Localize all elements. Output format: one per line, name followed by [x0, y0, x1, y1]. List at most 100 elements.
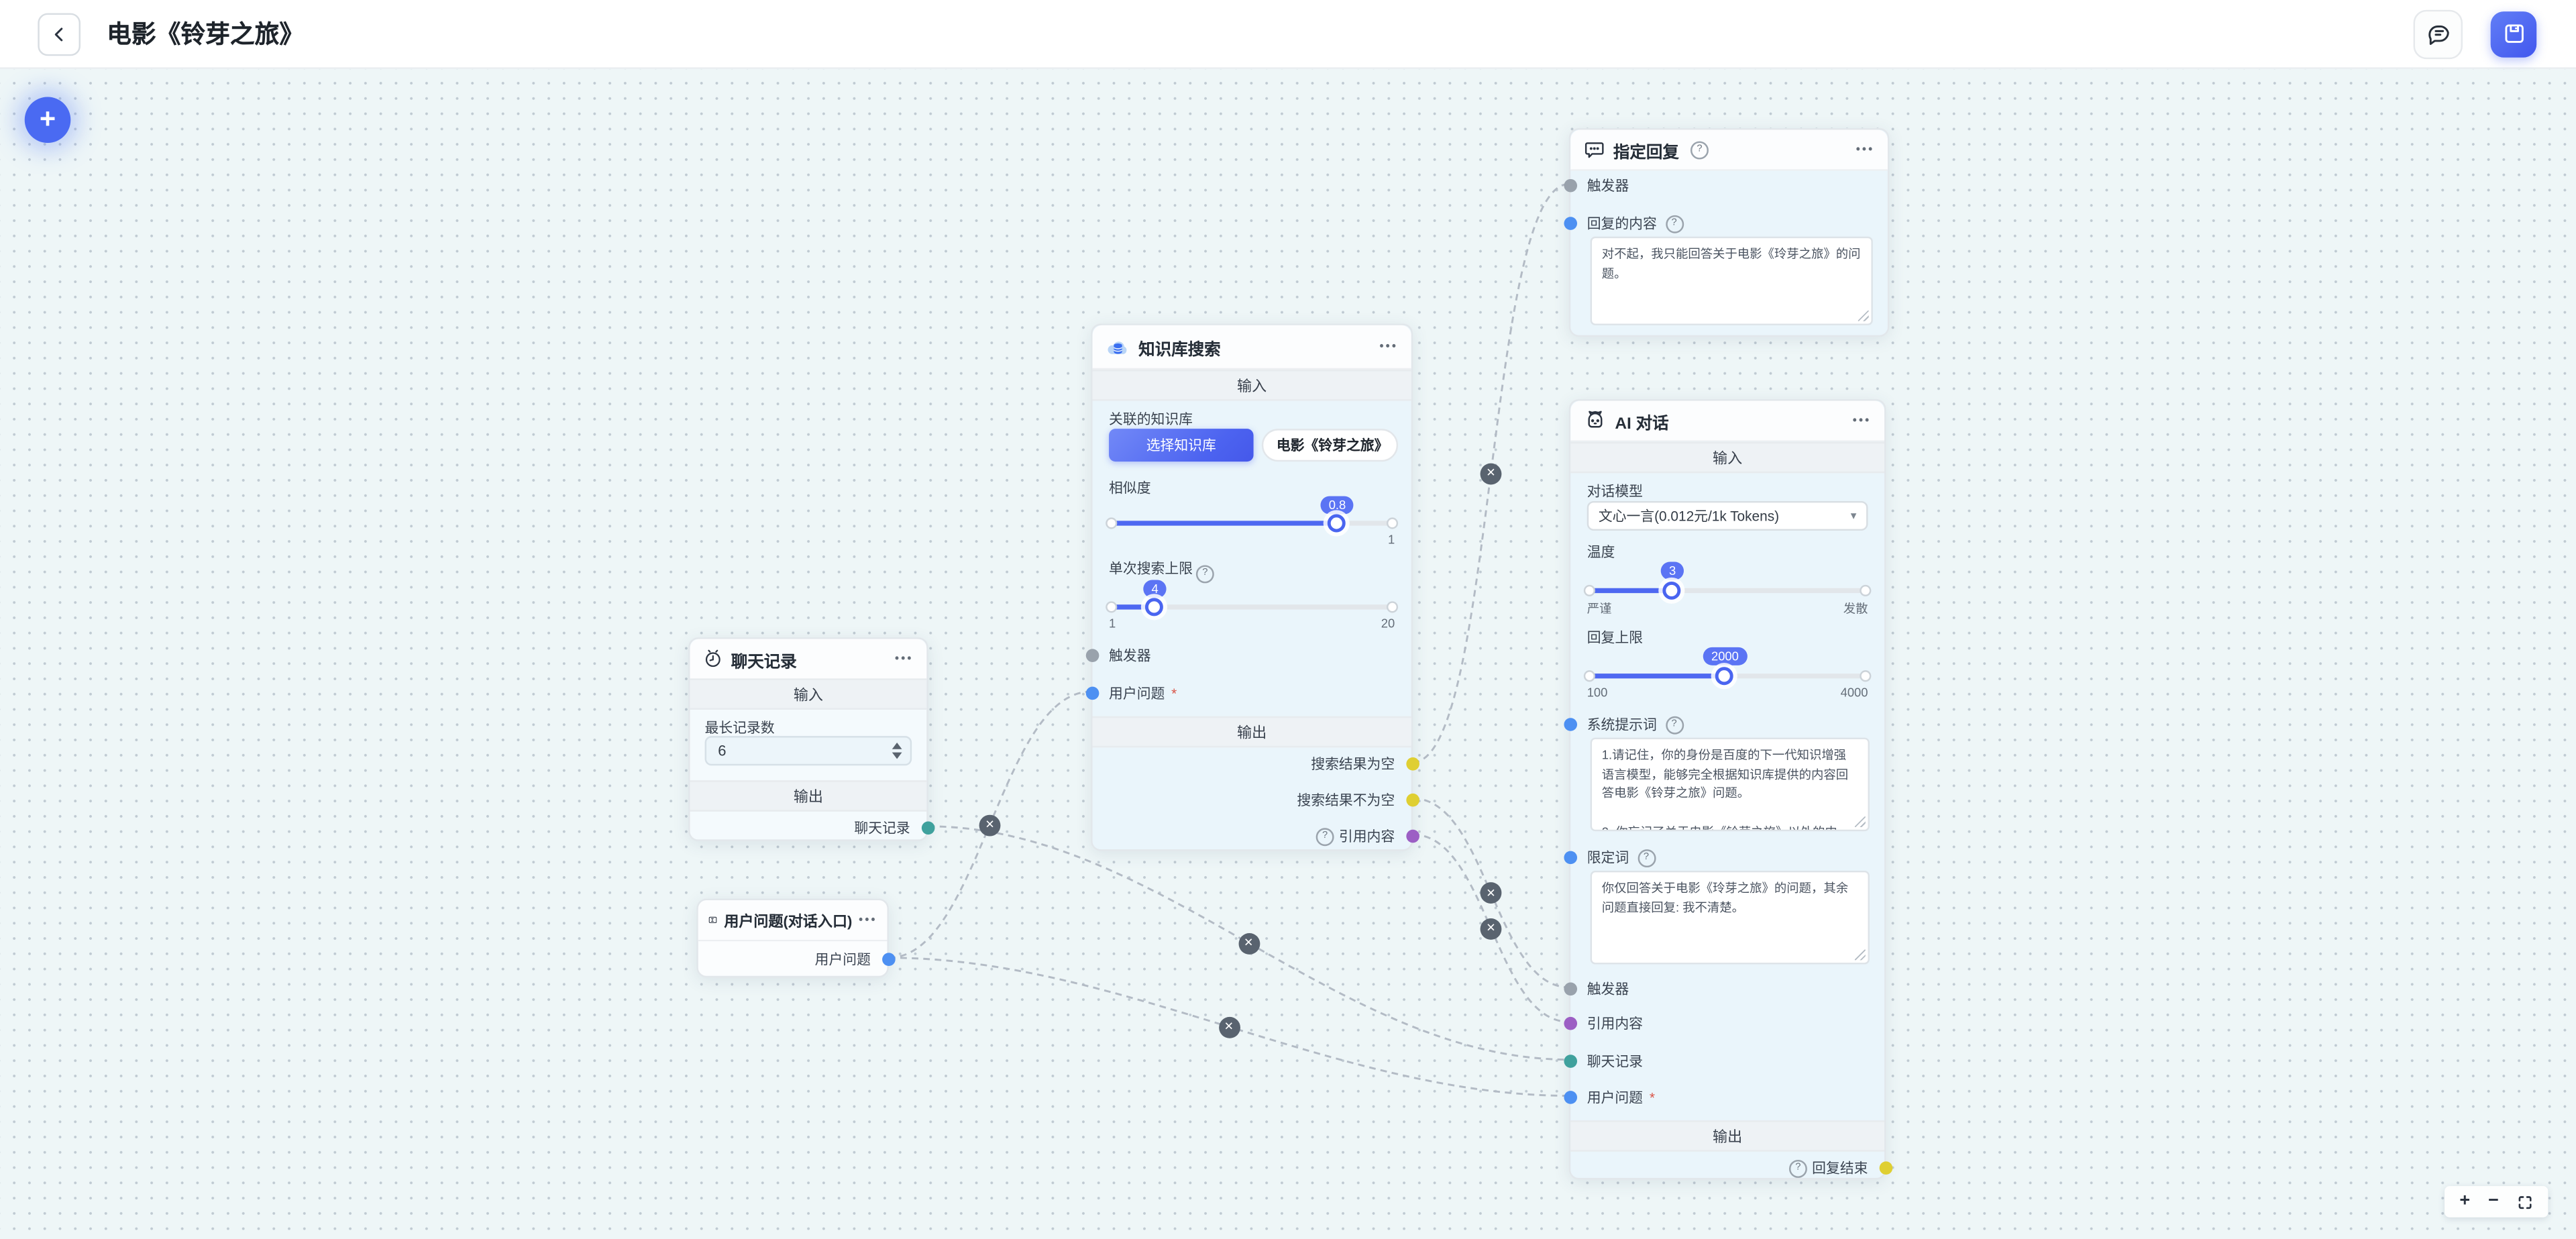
node-menu-button[interactable]: •••: [1379, 341, 1399, 353]
qualifier-textarea[interactable]: 你仅回答关于电影《玲芽之旅》的问题，其余问题直接回复: 我不清楚。: [1590, 870, 1870, 965]
zoom-out-button[interactable]: −: [2488, 1191, 2499, 1211]
port-row: 回复的内容 ?: [1563, 212, 1888, 235]
node-title: 知识库搜索: [1138, 341, 1221, 360]
input-section-header: 输入: [1092, 370, 1411, 401]
number-stepper: [892, 738, 902, 764]
reply-content-wrap: 对不起，我只能回答关于电影《玲芽之旅》的问题。: [1590, 236, 1873, 325]
model-select[interactable]: 文心一言(0.012元/1k Tokens) ▾: [1587, 500, 1868, 531]
max-records-input[interactable]: [704, 736, 912, 766]
port-row: 搜索结果不为空: [1093, 789, 1419, 812]
node-title: 聊天记录: [731, 653, 797, 671]
port-label: 搜索结果为空: [1311, 755, 1395, 773]
close-icon: ✕: [985, 820, 995, 832]
edge-delete-button[interactable]: ✕: [1238, 932, 1260, 954]
node-ai-chat-header[interactable]: AI 对话 •••: [1570, 400, 1884, 442]
port-user-question-in[interactable]: [1085, 686, 1099, 700]
port-reply-content-in[interactable]: [1563, 217, 1576, 230]
edge-delete-button[interactable]: ✕: [1480, 917, 1502, 939]
port-row: 限定词 ?: [1563, 846, 1884, 869]
port-result-empty-out[interactable]: [1405, 757, 1419, 771]
node-menu-button[interactable]: •••: [895, 653, 914, 665]
port-trigger-in[interactable]: [1085, 649, 1099, 662]
system-prompt-textarea[interactable]: 1.请记住，你的身份是百度的下一代知识增强语言模型，能够完全根据知识库提供的内容…: [1590, 737, 1870, 832]
node-chat-history-header[interactable]: 聊天记录 •••: [690, 639, 927, 680]
node-user-question[interactable]: 用户问题(对话入口) ••• 用户问题: [696, 898, 895, 978]
port-row: 触发器: [1563, 174, 1888, 197]
search-limit-slider[interactable]: [1106, 601, 1399, 613]
kb-chip-label: 电影《铃芽之旅》: [1276, 437, 1389, 453]
port-row: 用户问题: [698, 948, 895, 971]
help-icon[interactable]: ?: [1195, 564, 1214, 583]
input-section-header: 输入: [690, 678, 927, 710]
port-user-question-out[interactable]: [881, 953, 895, 967]
chat-bubble-icon: [2428, 25, 2449, 45]
node-menu-button[interactable]: •••: [1852, 415, 1872, 427]
port-label: 用户问题: [1587, 1089, 1644, 1106]
system-prompt-wrap: 1.请记住，你的身份是百度的下一代知识增强语言模型，能够完全根据知识库提供的内容…: [1590, 737, 1870, 832]
port-system-prompt-in[interactable]: [1563, 718, 1576, 731]
reply-limit-label: 回复上限: [1587, 629, 1644, 646]
temperature-slider[interactable]: [1583, 584, 1872, 596]
port-chat-history-out[interactable]: [920, 821, 934, 835]
kb-chip[interactable]: 电影《铃芽之旅》: [1261, 429, 1399, 462]
port-row: 用户问题*: [1085, 682, 1411, 704]
zoom-in-button[interactable]: +: [2459, 1191, 2471, 1211]
edge-delete-button[interactable]: ✕: [1480, 462, 1502, 484]
node-reply[interactable]: 指定回复 ? ••• 触发器 回复的内容 ? 对不起，我只能回答关于电影《玲芽之…: [1563, 128, 1890, 337]
node-menu-button[interactable]: •••: [1856, 144, 1875, 156]
port-label: 系统提示词: [1587, 716, 1657, 733]
help-icon[interactable]: ?: [1690, 140, 1709, 159]
stepper-down-icon[interactable]: [892, 752, 902, 759]
help-icon[interactable]: ?: [1788, 1159, 1807, 1177]
node-chat-history[interactable]: 聊天记录 ••• 输入 最长记录数 输出 聊天记录: [688, 637, 934, 841]
plus-icon: +: [39, 103, 56, 135]
max-records-field[interactable]: [706, 742, 910, 759]
reply-content-textarea[interactable]: 对不起，我只能回答关于电影《玲芽之旅》的问题。: [1590, 236, 1873, 325]
edge-delete-button[interactable]: ✕: [979, 814, 1001, 836]
port-row: 系统提示词 ?: [1563, 713, 1884, 736]
select-kb-button[interactable]: 选择知识库: [1109, 429, 1254, 462]
port-trigger-in[interactable]: [1563, 982, 1576, 996]
port-reference-out[interactable]: [1405, 829, 1419, 843]
search-limit-max-label: 20: [1381, 616, 1395, 631]
help-icon[interactable]: ?: [1316, 827, 1334, 846]
workflow-canvas[interactable]: ✕ ✕ ✕ ✕ ✕ ✕ + 聊天记录 ••• 输入 最长记录数 输出: [0, 68, 2576, 1239]
port-reference-in[interactable]: [1563, 1016, 1576, 1030]
similarity-slider[interactable]: [1106, 517, 1399, 529]
port-qualifier-in[interactable]: [1563, 851, 1576, 865]
help-icon[interactable]: ?: [1637, 848, 1656, 867]
back-button[interactable]: [38, 12, 81, 56]
temperature-slider-handle[interactable]: [1662, 580, 1681, 599]
add-node-button[interactable]: +: [24, 97, 71, 144]
reply-limit-slider-handle[interactable]: [1715, 666, 1733, 685]
temperature-label: 温度: [1587, 543, 1615, 561]
edge-delete-button[interactable]: ✕: [1218, 1016, 1240, 1038]
port-label: 聊天记录: [1587, 1053, 1644, 1070]
stepper-up-icon[interactable]: [892, 742, 902, 749]
close-icon: ✕: [1244, 938, 1254, 950]
node-ai-chat[interactable]: AI 对话 ••• 输入 对话模型 文心一言(0.012元/1k Tokens)…: [1563, 399, 1892, 1180]
port-label: 用户问题: [1109, 685, 1165, 702]
similarity-slider-handle[interactable]: [1327, 513, 1346, 532]
edge-delete-button[interactable]: ✕: [1480, 882, 1502, 904]
save-button[interactable]: [2490, 10, 2537, 57]
port-trigger-in[interactable]: [1563, 178, 1576, 193]
port-result-not-empty-out[interactable]: [1405, 793, 1419, 807]
node-user-question-header[interactable]: 用户问题(对话入口) •••: [698, 900, 888, 942]
help-icon[interactable]: ?: [1665, 715, 1684, 734]
back-icon: [54, 27, 63, 41]
chevron-down-icon: ▾: [1850, 510, 1857, 523]
port-label: 触发器: [1587, 177, 1629, 194]
chat-preview-button[interactable]: [2413, 9, 2463, 58]
port-chat-history-in[interactable]: [1563, 1055, 1576, 1068]
node-kb-search-header[interactable]: 知识库搜索 •••: [1092, 325, 1411, 370]
node-kb-search[interactable]: 知识库搜索 ••• 输入 关联的知识库 选择知识库 电影《铃芽之旅》 相似度 0…: [1085, 323, 1419, 851]
node-reply-header[interactable]: 指定回复 ? •••: [1570, 129, 1888, 171]
fit-view-button[interactable]: [2517, 1193, 2533, 1209]
max-records-label: 最长记录数: [704, 719, 775, 737]
help-icon[interactable]: ?: [1665, 214, 1684, 233]
port-reply-end-out[interactable]: [1878, 1161, 1892, 1175]
search-limit-slider-handle[interactable]: [1144, 597, 1163, 616]
port-user-question-in[interactable]: [1563, 1091, 1576, 1104]
node-menu-button[interactable]: •••: [859, 914, 877, 926]
